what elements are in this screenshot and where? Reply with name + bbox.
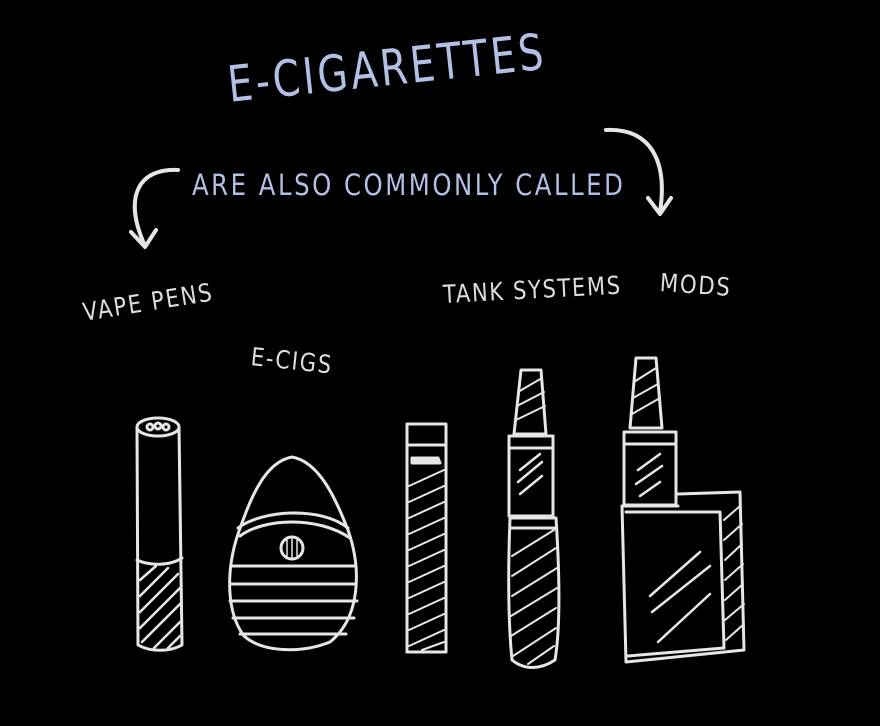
mod-icon xyxy=(620,356,746,664)
vape-pen-icon xyxy=(135,416,184,652)
tank-system-icon xyxy=(507,368,561,669)
curved-arrow-left-icon xyxy=(129,167,180,249)
subtitle: ARE ALSO COMMONLY CALLED xyxy=(192,168,626,202)
label-mods: MODS xyxy=(658,268,733,302)
curved-arrow-right-icon xyxy=(604,127,673,216)
e-cig-pod-icon xyxy=(228,455,359,652)
e-cig-stick-icon xyxy=(405,422,448,654)
